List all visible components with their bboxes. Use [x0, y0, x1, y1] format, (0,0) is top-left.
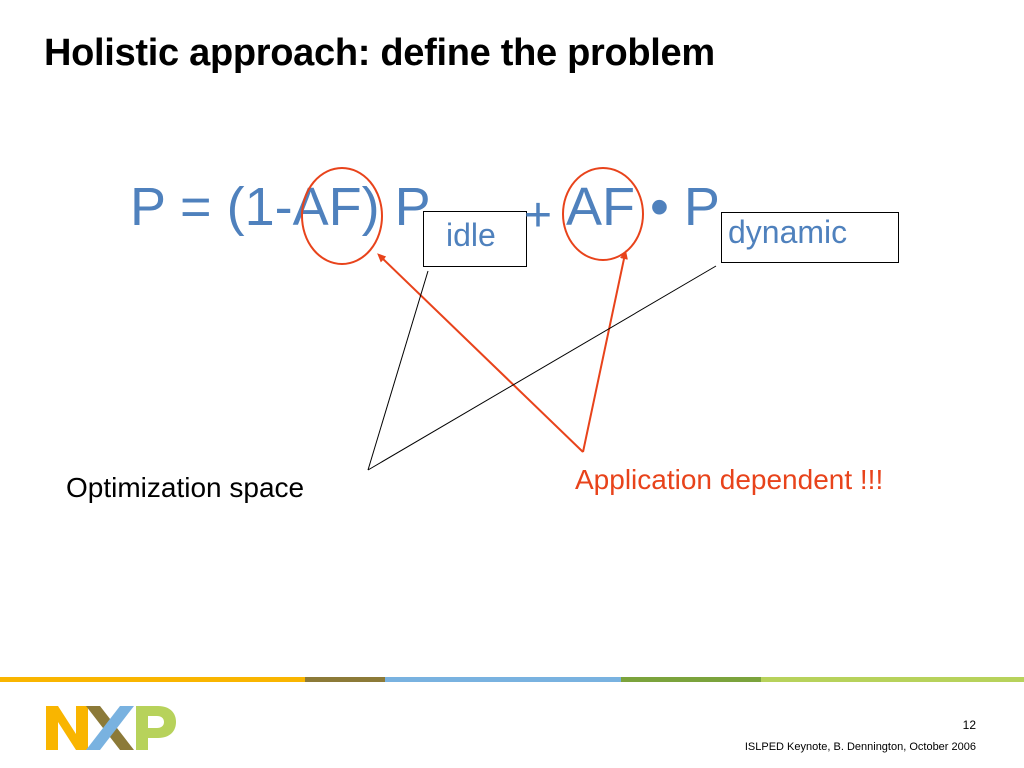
equation-plus: + [524, 189, 553, 242]
arrow-to-af-1 [377, 253, 584, 453]
line-to-dynamic [367, 265, 717, 471]
footer-bar-olive [305, 677, 385, 682]
dynamic-box [721, 212, 899, 263]
footer-bar-green [621, 677, 761, 682]
footer-bar-blue [385, 677, 621, 682]
equation-sub-idle: idle [446, 217, 496, 253]
label-application-dependent: Application dependent !!! [575, 464, 884, 495]
footer-color-bar [0, 677, 1024, 682]
equation-af-term: AF • P [566, 177, 720, 237]
slide-number: 12 [962, 718, 976, 732]
label-optimization-space: Optimization space [66, 472, 305, 503]
line-to-idle [367, 270, 429, 471]
footer-text: ISLPED Keynote, B. Dennington, October 2… [744, 741, 976, 753]
nxp-logo [46, 706, 176, 750]
equation-lhs: P = (1-AF) P [130, 177, 431, 237]
footer-bar-light-green [761, 677, 1024, 682]
equation-sub-dynamic: dynamic [728, 214, 848, 250]
footer-bar-yellow [0, 677, 305, 682]
arrow-to-af-2 [582, 250, 628, 453]
slide-title: Holistic approach: define the problem [44, 32, 715, 74]
